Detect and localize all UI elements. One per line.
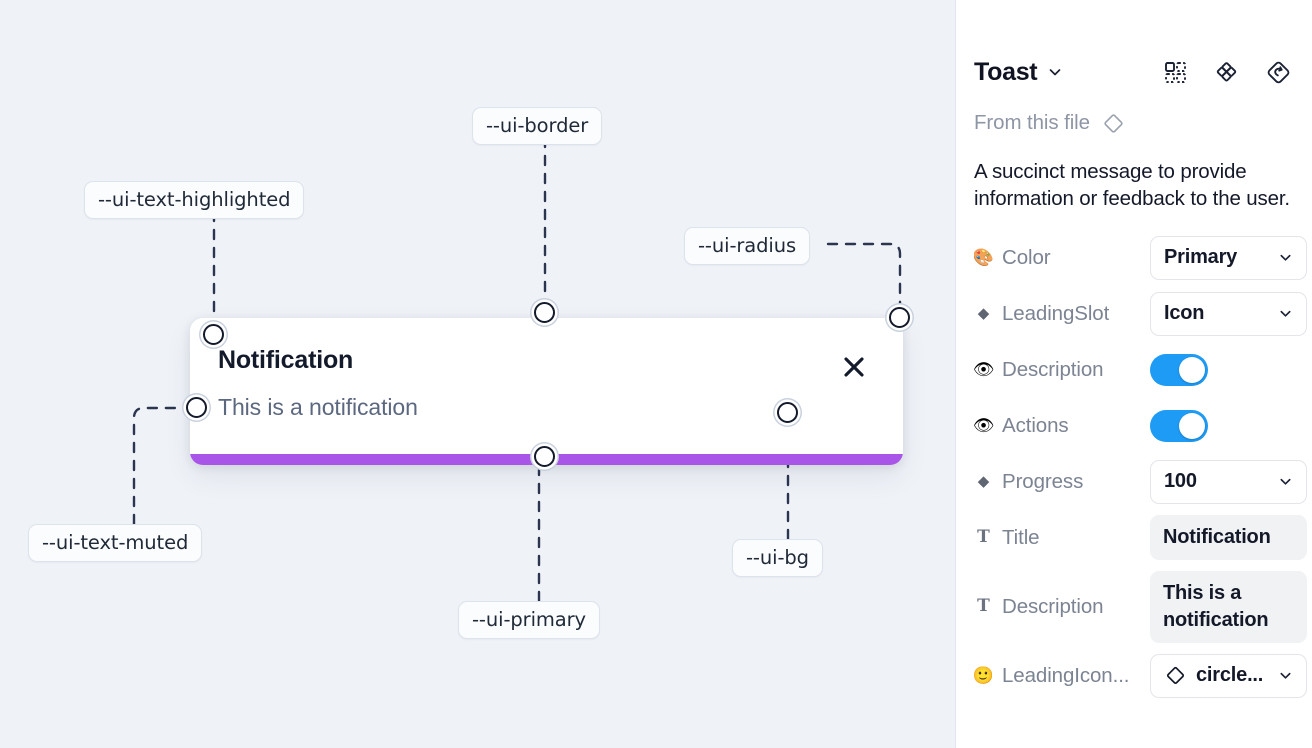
component-description: A succinct message to provide informatio… xyxy=(974,160,1290,211)
description-input[interactable]: This is a notification xyxy=(1150,570,1307,643)
property-label-progress: ◆ Progress xyxy=(974,470,1150,494)
anchor-dot-ui-radius[interactable] xyxy=(889,307,910,328)
eye-icon: 👁 xyxy=(974,416,995,435)
diamond-icon xyxy=(1101,111,1126,136)
color-select[interactable]: Primary xyxy=(1150,235,1307,280)
toast-title: Notification xyxy=(218,346,354,374)
property-row-actions-toggle: 👁 Actions xyxy=(974,403,1294,449)
palette-icon: 🎨 xyxy=(974,248,995,267)
property-row-title: T Title Notification xyxy=(974,515,1307,561)
properties-panel: Toast xyxy=(956,0,1312,748)
diamond-icon: ◆ xyxy=(977,473,990,490)
eye-icon: 👁 xyxy=(974,360,995,379)
anchor-dot-ui-text-muted[interactable] xyxy=(186,397,207,418)
property-label-leadingicon: 🙂 LeadingIcon... xyxy=(974,664,1150,688)
leadingicon-select[interactable]: circle... xyxy=(1150,653,1307,698)
property-list: 🎨 Color Primary ◆ LeadingSlot xyxy=(974,235,1307,699)
text-icon: T xyxy=(977,596,990,616)
component-diamonds-icon[interactable] xyxy=(1214,60,1239,85)
title-input[interactable]: Notification xyxy=(1150,515,1307,560)
token-chip-ui-primary[interactable]: --ui-primary xyxy=(458,601,601,639)
from-this-file-label: From this file xyxy=(974,111,1090,134)
chevron-down-icon[interactable] xyxy=(1047,64,1063,80)
chevron-down-icon xyxy=(1278,250,1293,265)
property-row-color: 🎨 Color Primary xyxy=(974,235,1307,281)
token-chip-ui-radius[interactable]: --ui-radius xyxy=(684,227,811,265)
chevron-down-icon xyxy=(1278,306,1293,321)
design-canvas[interactable]: Notification This is a notification --ui… xyxy=(0,0,956,748)
token-chip-ui-bg[interactable]: --ui-bg xyxy=(732,539,823,577)
toast-description: This is a notification xyxy=(218,394,418,420)
smiley-icon: 🙂 xyxy=(974,666,995,685)
chevron-down-icon xyxy=(1278,668,1293,683)
property-row-progress: ◆ Progress 100 xyxy=(974,459,1307,505)
property-label-title: T Title xyxy=(974,526,1150,550)
property-name: Actions xyxy=(1002,413,1069,437)
component-grid-icon[interactable] xyxy=(1163,60,1188,85)
diamond-icon xyxy=(1164,664,1187,687)
property-row-description-toggle: 👁 Description xyxy=(974,347,1294,393)
property-row-leadingslot: ◆ LeadingSlot Icon xyxy=(974,291,1307,337)
panel-header-icons xyxy=(1163,59,1294,86)
page-title: Toast xyxy=(974,57,1038,86)
anchor-dot-ui-bg[interactable] xyxy=(777,402,798,423)
reset-instance-icon[interactable] xyxy=(1265,59,1292,86)
from-this-file-row[interactable]: From this file xyxy=(974,108,1294,138)
leadingslot-select[interactable]: Icon xyxy=(1150,291,1307,336)
property-label-color: 🎨 Color xyxy=(974,246,1150,270)
leadingicon-select-value: circle... xyxy=(1196,664,1264,686)
property-name: LeadingIcon... xyxy=(1002,663,1130,687)
actions-toggle[interactable] xyxy=(1150,409,1208,442)
chevron-down-icon xyxy=(1278,474,1293,489)
anchor-dot-ui-primary[interactable] xyxy=(534,446,555,467)
progress-select-value: 100 xyxy=(1164,470,1197,492)
property-label-description-toggle: 👁 Description xyxy=(974,358,1150,382)
anchor-dot-ui-border[interactable] xyxy=(534,302,555,323)
leadingslot-select-value: Icon xyxy=(1164,302,1205,324)
property-label-leadingslot: ◆ LeadingSlot xyxy=(974,302,1150,326)
property-name: Description xyxy=(1002,357,1104,381)
property-label-actions-toggle: 👁 Actions xyxy=(974,414,1150,438)
description-toggle[interactable] xyxy=(1150,353,1208,386)
property-name: Description xyxy=(1002,594,1104,618)
panel-divider xyxy=(955,0,956,748)
toast-preview-card[interactable]: Notification This is a notification xyxy=(190,318,903,465)
property-name: LeadingSlot xyxy=(1002,301,1110,325)
property-name: Color xyxy=(1002,245,1051,269)
property-label-description-text: T Description xyxy=(974,595,1150,619)
token-chip-ui-text-highlighted[interactable]: --ui-text-highlighted xyxy=(84,181,305,219)
property-name: Progress xyxy=(1002,469,1084,493)
anchor-dot-ui-text-highlighted[interactable] xyxy=(203,324,224,345)
progress-select[interactable]: 100 xyxy=(1150,459,1307,504)
token-chip-ui-border[interactable]: --ui-border xyxy=(472,107,603,145)
diamond-icon: ◆ xyxy=(977,305,990,322)
close-icon[interactable] xyxy=(839,352,869,382)
token-chip-ui-text-muted[interactable]: --ui-text-muted xyxy=(28,524,203,562)
property-name: Title xyxy=(1002,525,1040,549)
property-row-description-text: T Description This is a notification xyxy=(974,570,1307,643)
color-select-value: Primary xyxy=(1164,246,1238,268)
panel-header: Toast xyxy=(974,44,1294,100)
text-icon: T xyxy=(977,527,990,547)
property-row-leadingicon: 🙂 LeadingIcon... circle... xyxy=(974,653,1307,699)
